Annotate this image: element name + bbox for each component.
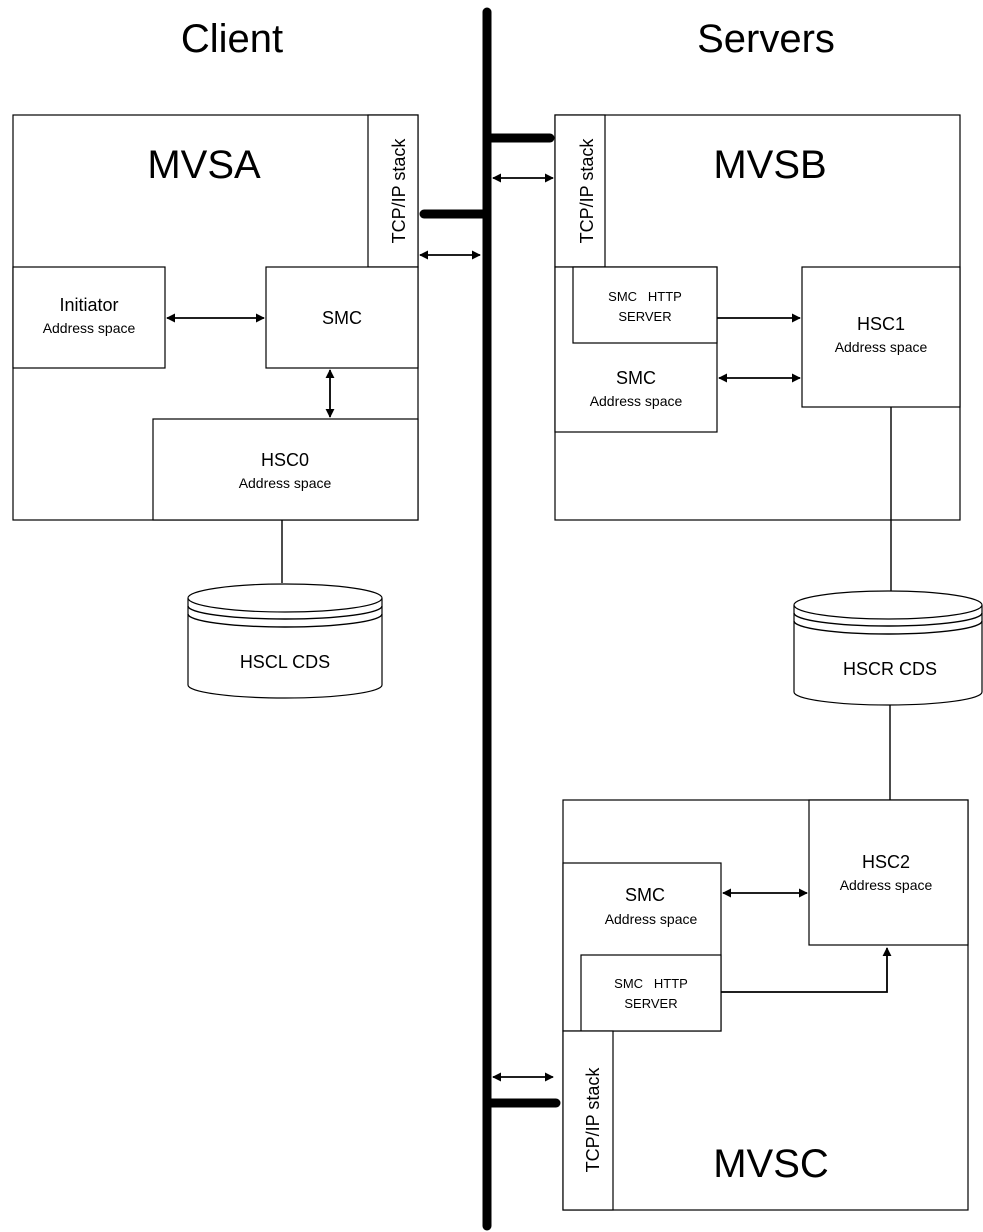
mvsc-title: MVSC [713, 1142, 829, 1186]
mvsa-initiator-box [12, 266, 166, 369]
client-heading: Client [181, 17, 283, 61]
servers-heading: Servers [697, 17, 835, 61]
mvsc-smc-name: SMC [625, 885, 665, 905]
mvsc-http-line1: SMC HTTP [614, 976, 688, 991]
mvsa-smc-box [265, 266, 419, 369]
mvsb-hsc1-name: HSC1 [857, 314, 905, 334]
mvsc-smc-sub: Address space [605, 911, 698, 927]
mvsb-http-line2: SERVER [618, 309, 671, 324]
mvsc-http-server-box [580, 954, 722, 1032]
network-bus [419, 7, 561, 1231]
mvsb-http-server-box [572, 266, 718, 344]
mvsa-smc-label: SMC [322, 308, 362, 328]
mvsc-hsc2-name: HSC2 [862, 852, 910, 872]
hscl-cds-label: HSCL CDS [240, 652, 330, 672]
mvsc-tcpip-stack [562, 1030, 614, 1211]
mvsa-title: MVSA [147, 143, 261, 187]
hscl-cds-disk: HSCL CDS [187, 583, 383, 699]
mvsb-tcpip-label: TCP/IP stack [577, 138, 597, 244]
mvsc-hsc2-box [808, 799, 969, 946]
mvsa-hsc0-sub: Address space [239, 475, 332, 491]
hscr-cds-disk: HSCR CDS [793, 590, 983, 800]
mvsc-tcpip-label: TCP/IP stack [583, 1067, 603, 1173]
mvsb-tcpip-stack [554, 114, 606, 268]
mvsa-tcpip-label: TCP/IP stack [389, 138, 409, 244]
mvsa-initiator-sub: Address space [43, 320, 136, 336]
mvsb-hsc1-sub: Address space [835, 339, 928, 355]
mvsc-system: MVSC SMC Address space SMC HTTP SERVER H… [492, 799, 969, 1211]
mvsa-initiator-name: Initiator [59, 295, 118, 315]
mvsa-hsc0-name: HSC0 [261, 450, 309, 470]
mvsb-smc-sub: Address space [590, 393, 683, 409]
mvsa-system: MVSA TCP/IP stack Initiator Address spac… [12, 114, 481, 583]
mvsa-hsc0-box [152, 418, 419, 521]
mvsb-system: MVSB TCP/IP stack SMC Address space SMC … [492, 114, 961, 592]
mvsb-hsc1-box [801, 266, 961, 408]
hscr-cds-label: HSCR CDS [843, 659, 937, 679]
mvsb-title: MVSB [713, 143, 826, 187]
mvsc-hsc2-sub: Address space [840, 877, 933, 893]
mvsc-http-hsc2-arrow [721, 947, 892, 993]
mvsb-smc-name: SMC [616, 368, 656, 388]
mvsb-http-line1: SMC HTTP [608, 289, 682, 304]
mvsc-http-line2: SERVER [624, 996, 677, 1011]
